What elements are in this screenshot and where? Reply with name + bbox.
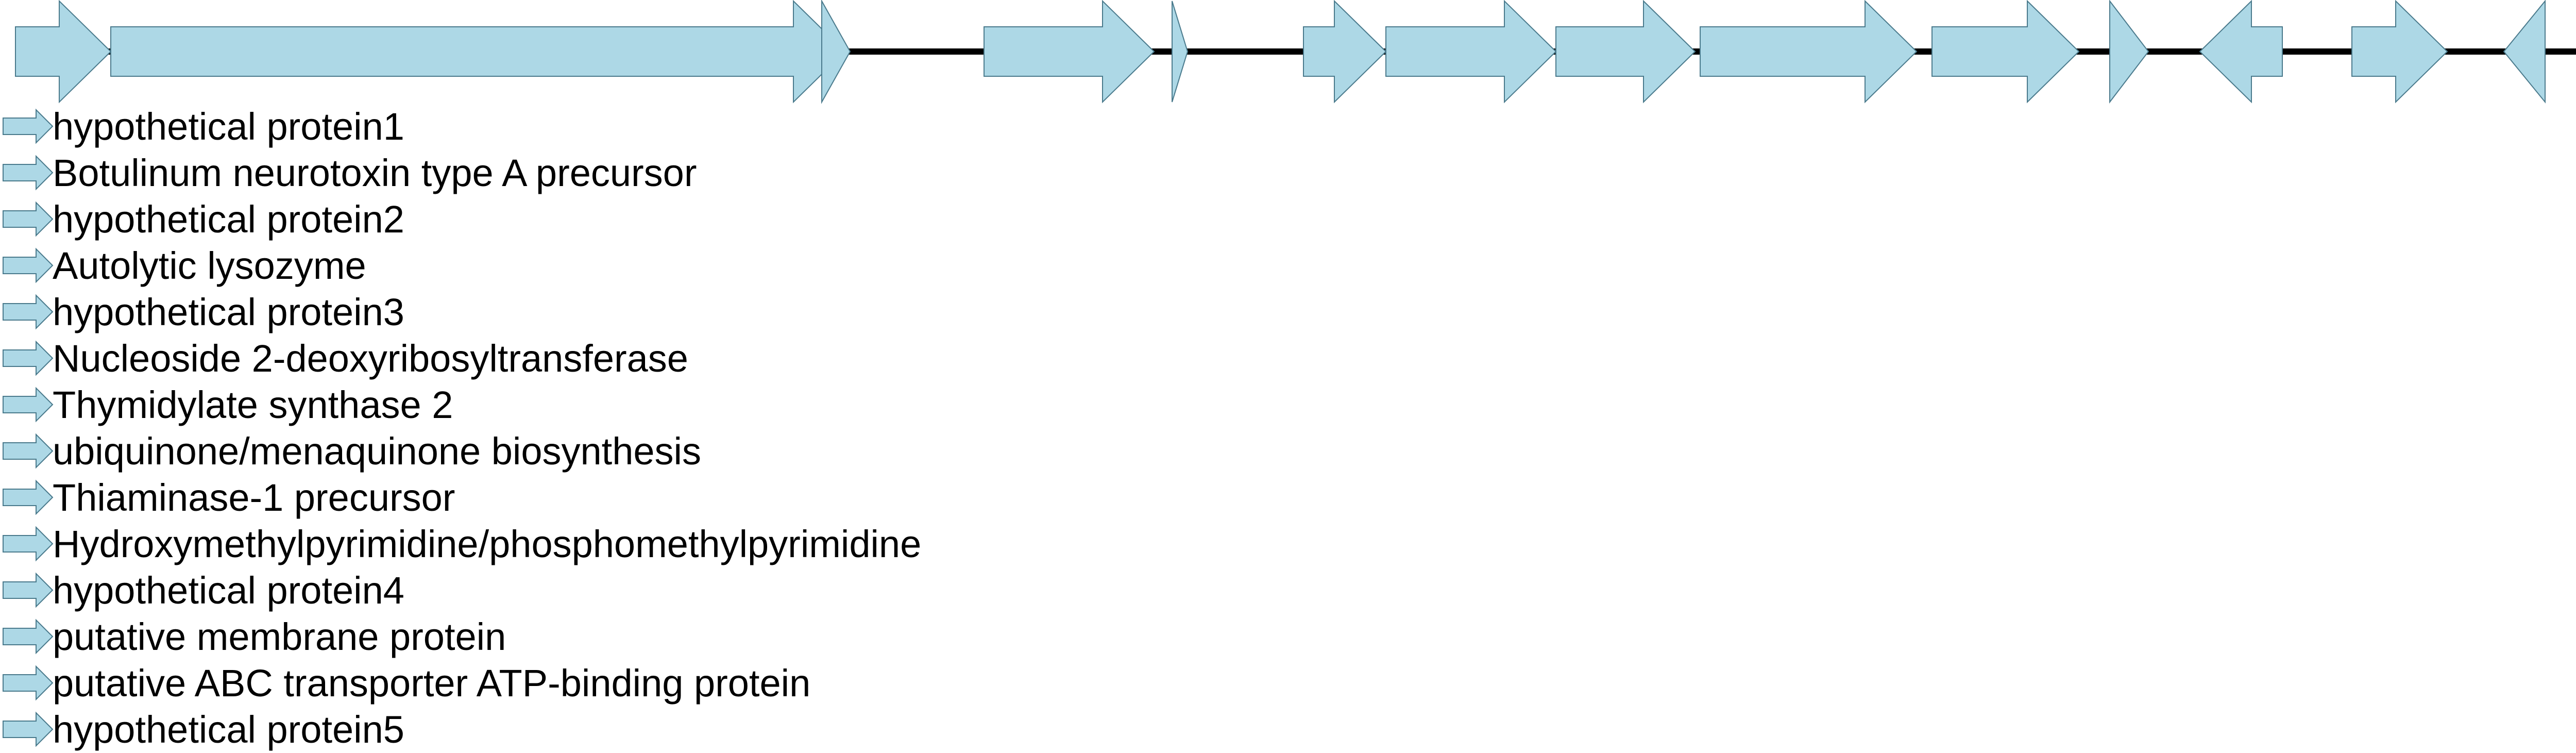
gene-track bbox=[15, 0, 2546, 104]
legend-label: Hydroxymethylpyrimidine/phosphomethylpyr… bbox=[53, 523, 921, 565]
gene-arrow-3 bbox=[821, 0, 851, 104]
legend-item: Thymidylate synthase 2 bbox=[3, 383, 453, 426]
legend-item: Hydroxymethylpyrimidine/phosphomethylpyr… bbox=[3, 523, 921, 565]
gene-arrow-9 bbox=[1700, 0, 1918, 104]
legend-arrow-icon bbox=[3, 711, 54, 747]
legend-arrow-icon bbox=[3, 201, 54, 237]
legend-arrow-icon bbox=[3, 387, 54, 423]
legend-label: Botulinum neurotoxin type A precursor bbox=[53, 152, 697, 194]
legend-item: hypothetical protein1 bbox=[3, 105, 404, 148]
legend-arrow-icon bbox=[3, 665, 54, 701]
gene-arrow-2 bbox=[110, 0, 846, 104]
legend-arrow-icon bbox=[3, 247, 54, 283]
legend-label: hypothetical protein2 bbox=[53, 198, 404, 241]
legend-label: hypothetical protein3 bbox=[53, 291, 404, 333]
legend-label: Nucleoside 2-deoxyribosyltransferase bbox=[53, 337, 688, 380]
legend-arrow-icon bbox=[3, 294, 54, 330]
legend-arrow-icon bbox=[3, 618, 54, 655]
gene-arrow-4 bbox=[984, 0, 1155, 104]
gene-arrow-1 bbox=[15, 0, 112, 104]
gene-arrow-10 bbox=[1931, 0, 2080, 104]
legend-label: hypothetical protein5 bbox=[53, 708, 404, 751]
gene-arrow-8 bbox=[1555, 0, 1696, 104]
legend-label: Autolytic lysozyme bbox=[53, 244, 366, 287]
legend-arrow-icon bbox=[3, 479, 54, 515]
legend-arrow-icon bbox=[3, 572, 54, 608]
gene-arrow-5 bbox=[1172, 1, 1189, 103]
legend-item: putative ABC transporter ATP-binding pro… bbox=[3, 662, 810, 705]
legend-item: hypothetical protein2 bbox=[3, 198, 404, 241]
legend-arrow-icon bbox=[3, 155, 54, 191]
gene-arrow-7 bbox=[1385, 0, 1557, 104]
legend-label: Thymidylate synthase 2 bbox=[53, 383, 453, 426]
gene-arrow-13 bbox=[2351, 0, 2448, 104]
legend-item: Thiaminase-1 precursor bbox=[3, 476, 455, 519]
legend-label: hypothetical protein1 bbox=[53, 105, 404, 148]
legend-item: ubiquinone/menaquinone biosynthesis bbox=[3, 430, 701, 473]
legend-item: hypothetical protein5 bbox=[3, 708, 404, 751]
legend-label: putative membrane protein bbox=[53, 615, 506, 658]
legend-label: ubiquinone/menaquinone biosynthesis bbox=[53, 430, 701, 473]
legend-item: hypothetical protein3 bbox=[3, 291, 404, 333]
legend-arrow-icon bbox=[3, 108, 54, 144]
legend-label: Thiaminase-1 precursor bbox=[53, 476, 455, 519]
legend-arrow-icon bbox=[3, 526, 54, 562]
gene-arrow-11 bbox=[2109, 0, 2149, 104]
legend-item: hypothetical protein4 bbox=[3, 569, 404, 612]
legend-item: Botulinum neurotoxin type A precursor bbox=[3, 152, 697, 194]
legend-arrow-icon bbox=[3, 433, 54, 469]
legend-item: putative membrane protein bbox=[3, 615, 506, 658]
gene-arrow-14 bbox=[2503, 0, 2546, 104]
legend-item: Autolytic lysozyme bbox=[3, 244, 366, 287]
legend-item: Nucleoside 2-deoxyribosyltransferase bbox=[3, 337, 688, 380]
gene-arrow-6 bbox=[1303, 0, 1387, 104]
legend-label: hypothetical protein4 bbox=[53, 569, 404, 612]
gene-arrow-12 bbox=[2199, 0, 2283, 104]
legend-arrow-icon bbox=[3, 340, 54, 376]
legend-label: putative ABC transporter ATP-binding pro… bbox=[53, 662, 810, 705]
